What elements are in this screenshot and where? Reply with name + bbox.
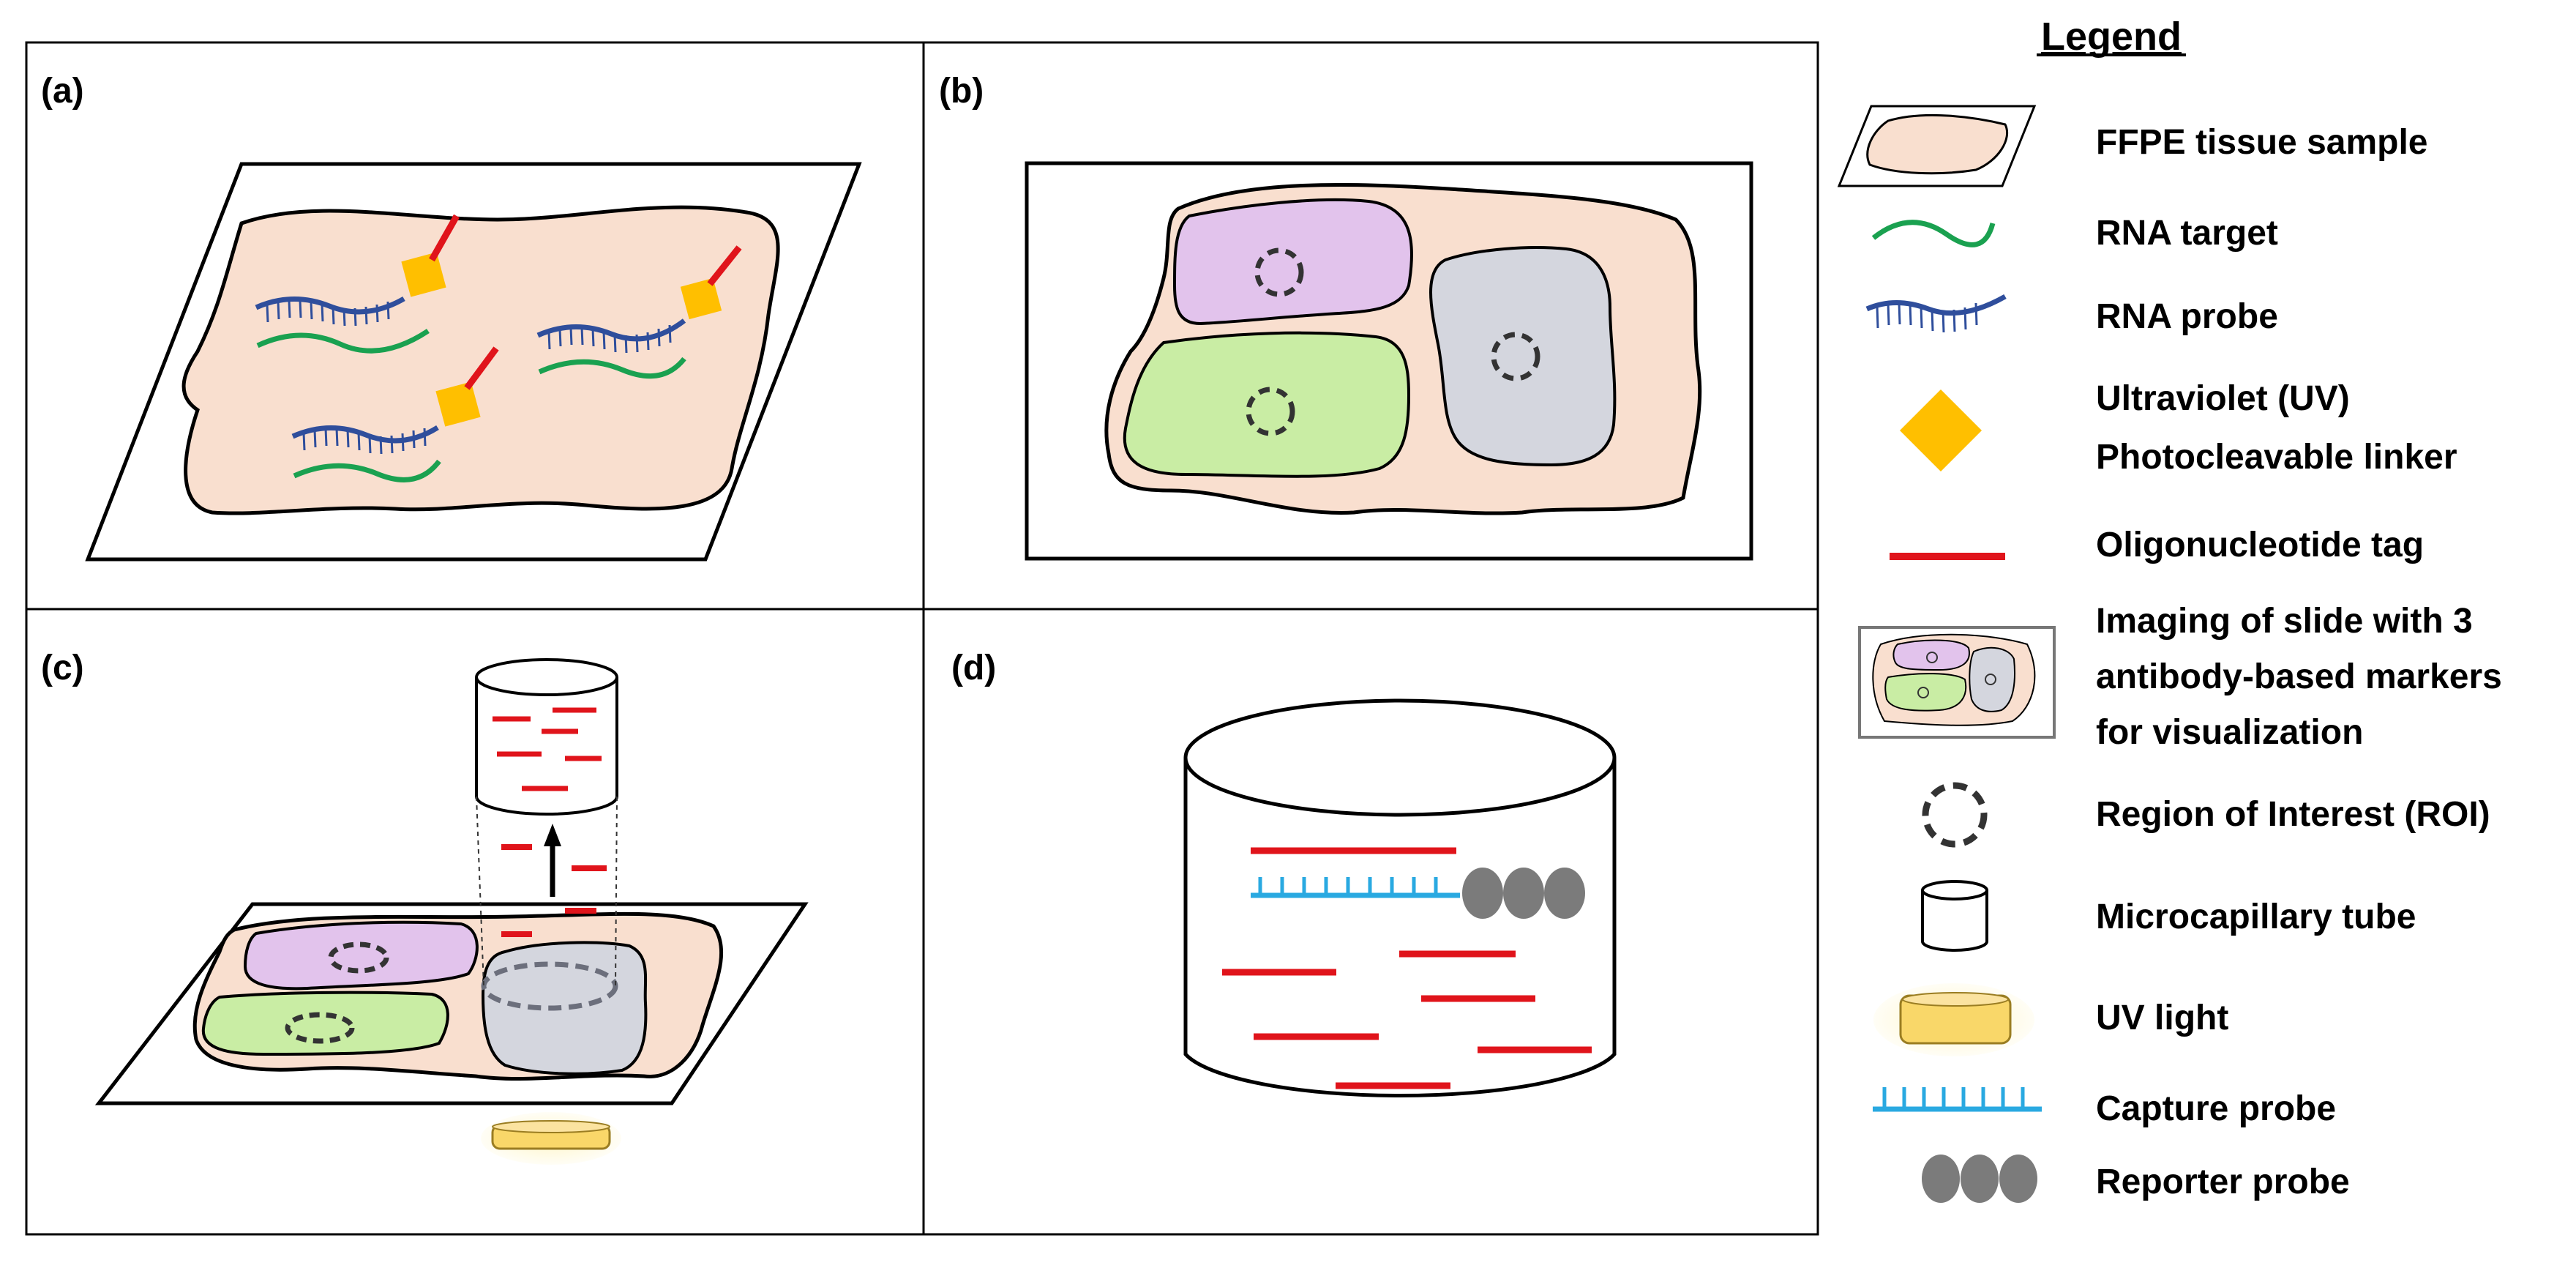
rna-probe-teeth (266, 299, 390, 327)
panel-c-label: (c) (41, 649, 84, 687)
legend-label-rna-probe: RNA probe (2096, 297, 2278, 336)
legend-label-uv-linker-line1: Ultraviolet (UV) (2096, 379, 2350, 418)
legend-symbol-roi (1922, 782, 1988, 848)
legend-symbol-capture-probe (1873, 1087, 2042, 1112)
capture-probe (1251, 877, 1460, 898)
legend-label-capture-probe: Capture probe (2096, 1089, 2336, 1128)
tube-rim (475, 658, 618, 696)
probe-complex (291, 346, 499, 482)
legend-label-imaging-line3: for visualization (2096, 713, 2363, 752)
legend-symbol-rna-probe (1865, 294, 2007, 333)
rna-target (256, 329, 430, 354)
ffpe-tissue (181, 205, 780, 515)
legend-label-imaging-line2: antibody-based markers (2096, 657, 2502, 696)
panel-b: (b) (939, 72, 1753, 561)
rna-target (538, 357, 686, 379)
uv-linker (435, 381, 481, 427)
roi-marker (1246, 387, 1295, 436)
released-oligo-tags (501, 844, 607, 937)
reporter-probe (1462, 868, 1585, 919)
microcapillary-tube (475, 658, 618, 816)
legend-label-oligo-tag: Oligonucleotide tag (2096, 526, 2424, 564)
legend-symbol-uv-linker (1900, 389, 1982, 471)
rna-probe-teeth (302, 428, 427, 455)
rna-probe (255, 296, 405, 315)
legend-label-roi: Region of Interest (ROI) (2096, 795, 2490, 834)
legend-symbol-microcapillary-tube (1921, 880, 1988, 952)
oligo-tags (1222, 950, 1592, 1089)
legend-title: Legend (2041, 15, 2182, 59)
panel-d: (d) (951, 649, 1617, 1098)
probe-complex (255, 214, 460, 354)
region-purple (243, 920, 479, 991)
tube-rim (1183, 698, 1617, 817)
rna-target (293, 459, 441, 482)
oligo-tag (707, 245, 742, 286)
legend-symbol-reporter-probe (1922, 1155, 2037, 1203)
legend-label-imaging-line1: Imaging of slide with 3 (2096, 602, 2473, 641)
legend-label-reporter-probe: Reporter probe (2096, 1163, 2350, 1201)
region-green (1123, 331, 1411, 478)
legend-label-rna-target: RNA target (2096, 214, 2278, 253)
roi-marker (481, 961, 618, 1011)
up-arrow (544, 824, 561, 897)
legend-label-uv-light: UV light (2096, 999, 2228, 1037)
legend-symbol-imaging-slide (1858, 626, 2056, 739)
legend-label-uv-linker-line2: Photocleavable linker (2096, 438, 2457, 477)
legend-symbol-rna-target (1871, 220, 1996, 247)
oligo-tags-in-tube (493, 707, 602, 791)
uv-light (481, 1112, 621, 1165)
roi-marker (1491, 332, 1540, 381)
legend-symbol-uv-light (1873, 983, 2034, 1056)
rna-probe (291, 425, 439, 444)
legend-label-ffpe-tissue: FFPE tissue sample (2096, 123, 2428, 162)
roi-marker (328, 941, 389, 974)
legend-label-microcapillary-tube: Microcapillary tube (2096, 898, 2416, 936)
panel-d-label: (d) (951, 649, 996, 687)
panel-b-label: (b) (939, 72, 984, 111)
oligo-tag (464, 346, 499, 390)
region-gray (1429, 246, 1617, 467)
rna-probe-teeth (547, 324, 672, 354)
probe-complex (536, 245, 742, 379)
panel-a-label: (a) (41, 72, 84, 111)
rna-probe (536, 318, 686, 342)
uv-linker (401, 252, 446, 297)
panel-grid (25, 41, 1819, 1236)
panel-c: (c) (41, 649, 809, 1165)
region-green (201, 991, 449, 1056)
region-purple (1172, 198, 1413, 326)
tube-body (1183, 758, 1617, 1098)
panel-a: (a) (41, 72, 862, 562)
uv-linker (680, 277, 722, 320)
roi-marker (1254, 247, 1304, 297)
roi-marker (285, 1012, 355, 1044)
legend: Legend (1837, 15, 2502, 1203)
tube-body (475, 677, 618, 816)
microcapillary-tube (1183, 698, 1617, 1098)
legend-symbol-ffpe-tissue (1837, 105, 2037, 187)
oligo-tag (429, 214, 460, 262)
